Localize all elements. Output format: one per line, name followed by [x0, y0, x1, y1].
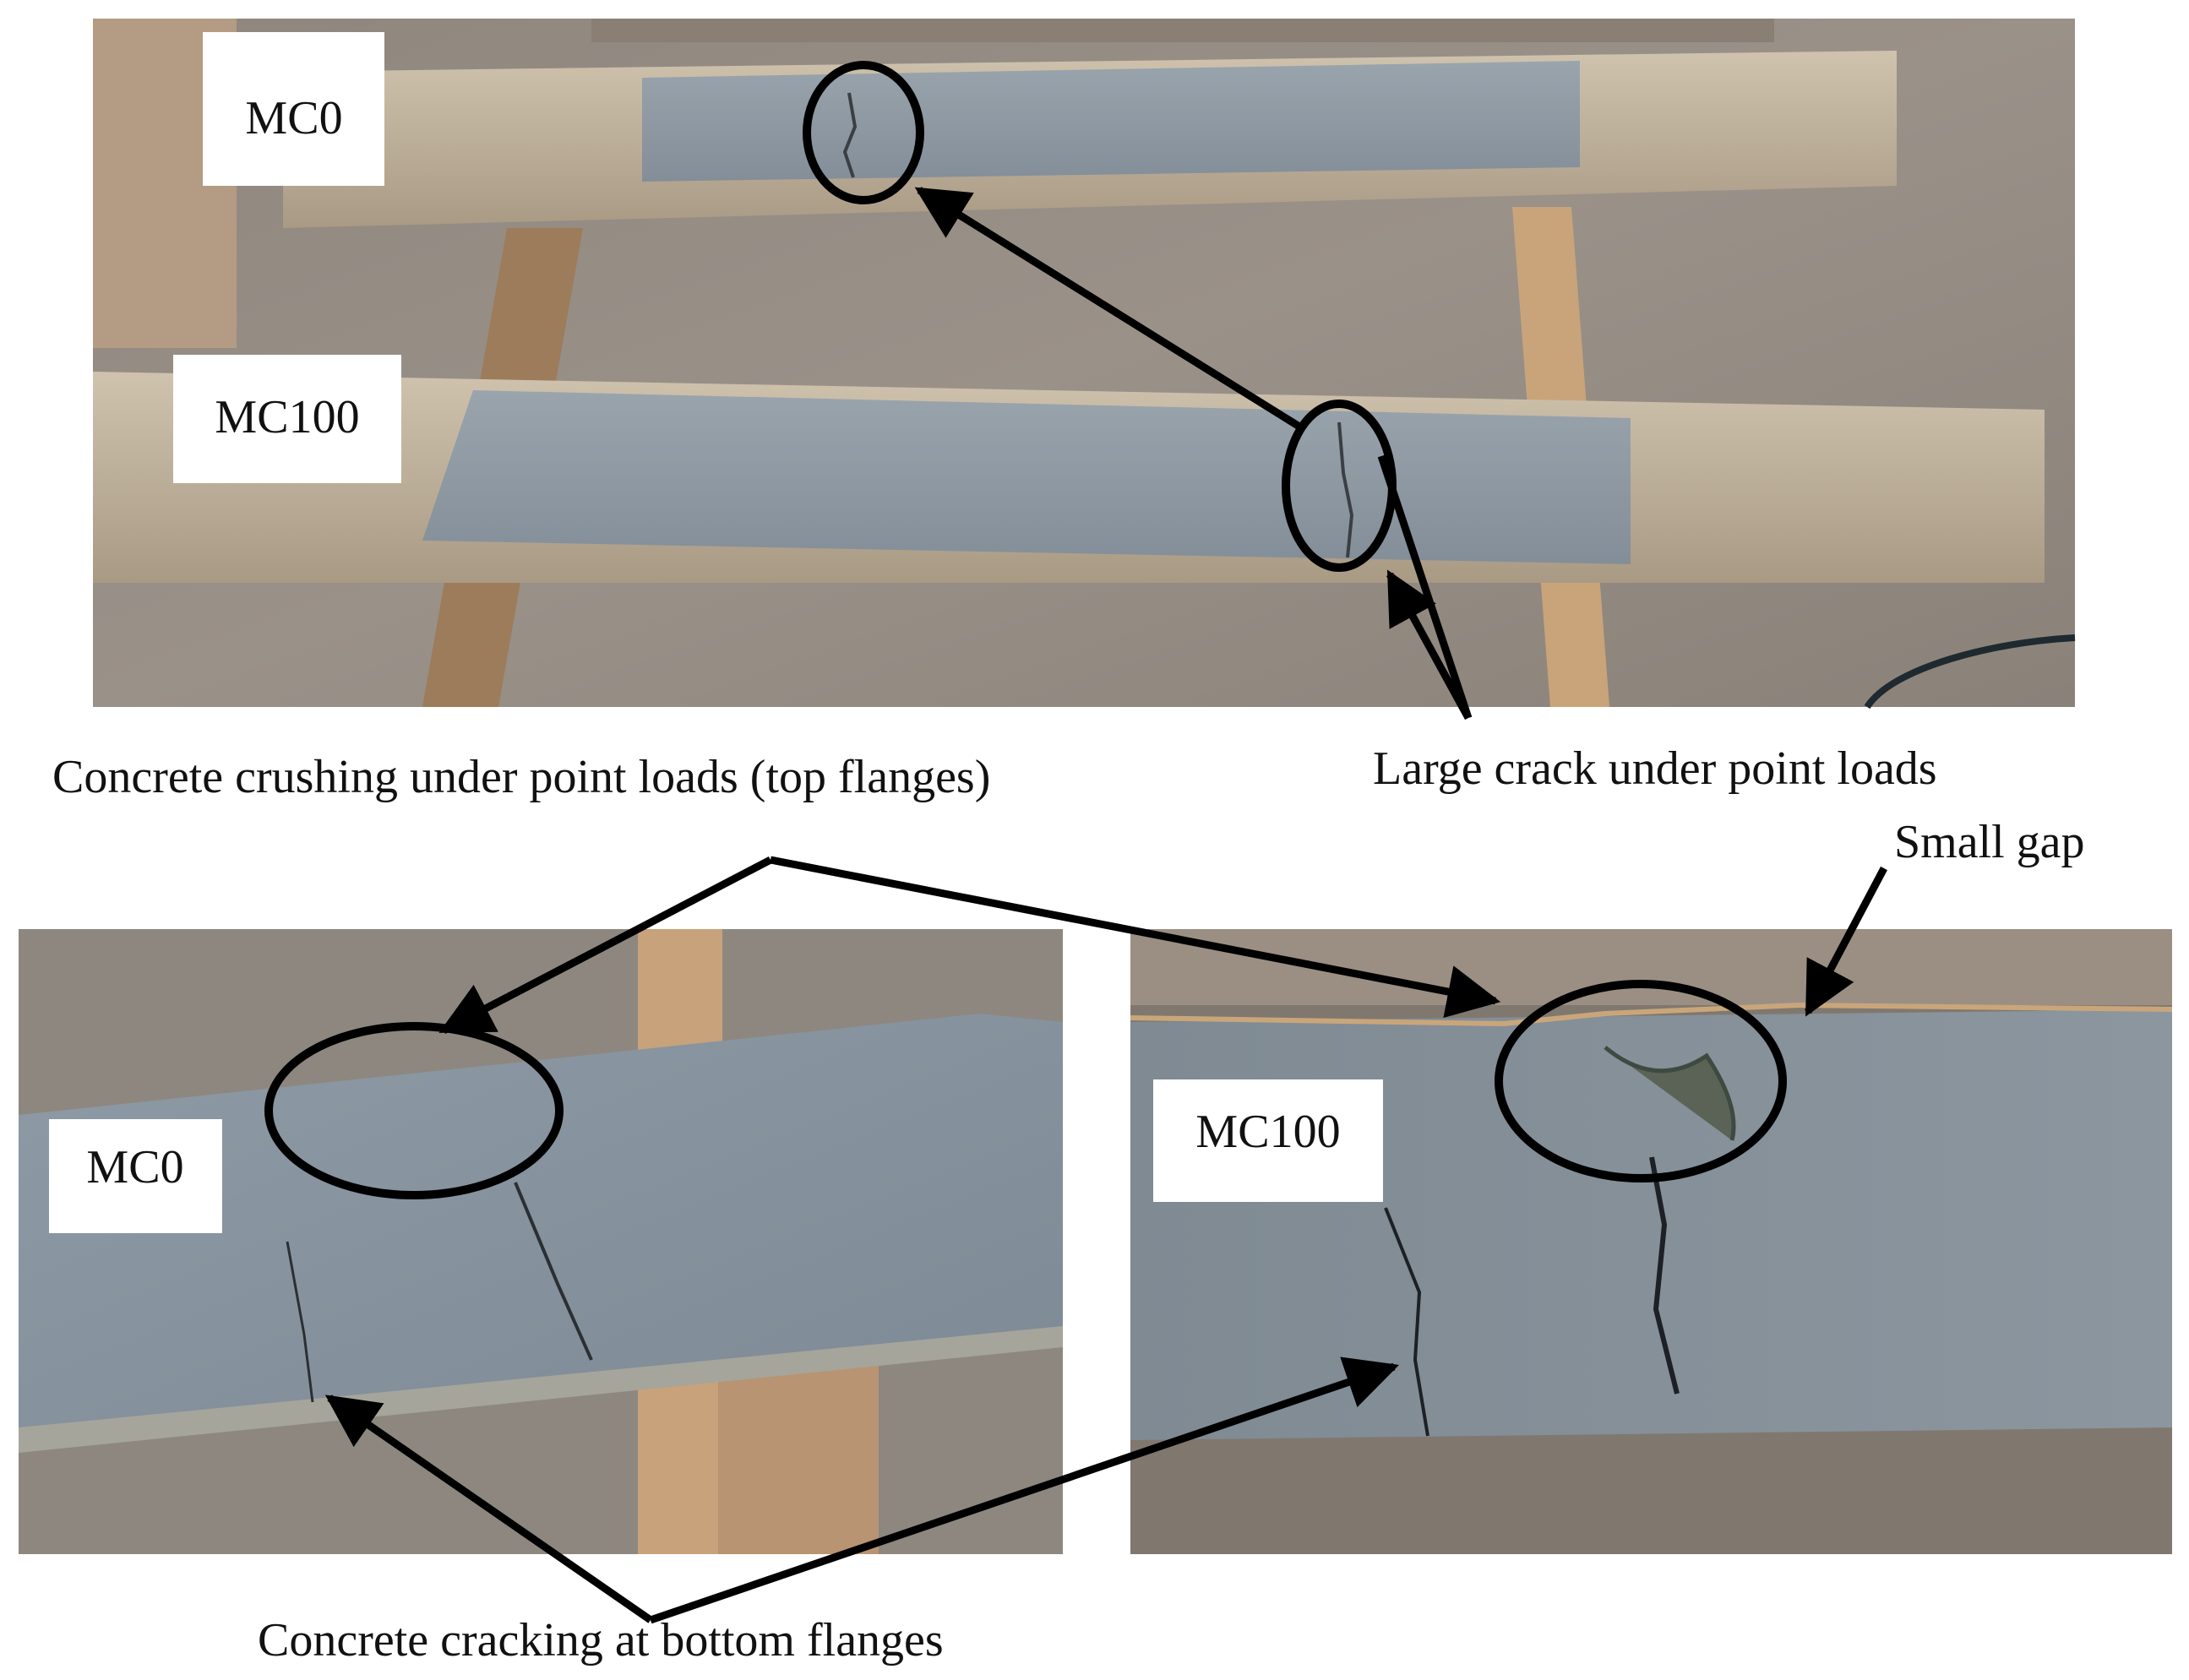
caption-large-crack: Large crack under point loads [1373, 742, 1937, 795]
crack-mark [286, 1241, 314, 1403]
bottom-right-photo: MC100 [1130, 929, 2173, 1554]
label-mc100-top: MC100 [215, 391, 359, 443]
arrow-small-gap [1805, 866, 1887, 1017]
crack-mark [1649, 1156, 1680, 1395]
beam-mc0-concrete [642, 61, 1580, 182]
label-box-mc0 [203, 32, 384, 186]
label-mc0-top: MC0 [245, 92, 342, 144]
arrow-crushing [914, 187, 1302, 430]
label-mc100-bottom: MC100 [1195, 1106, 1340, 1158]
highlight-circle [264, 1022, 564, 1199]
label-box-mc100-br [1153, 1079, 1383, 1202]
label-box-mc100 [173, 355, 401, 483]
label-mc0-bottom: MC0 [86, 1141, 183, 1193]
crushed-zone [1604, 1046, 1736, 1141]
beam-mc100-bottom-flange [1130, 1009, 2172, 1440]
crack-mark [842, 92, 858, 178]
arrow-to-mc100-bottom [770, 856, 1501, 1019]
arrow-bottom-crack-left [324, 1395, 653, 1623]
arrow-large-crack [1386, 569, 1472, 720]
top-photo: MC0 MC100 [93, 19, 2076, 710]
crack-mark [514, 1182, 593, 1361]
crack-mark [1384, 1207, 1429, 1437]
arrows [324, 187, 1887, 1624]
caption-crushing: Concrete crushing under point loads (top… [52, 751, 990, 803]
bottom-left-photo: MC0 [19, 929, 1063, 1554]
beam-mc100-concrete [422, 390, 1631, 564]
arrow-bottom-crack-right [649, 1357, 1399, 1624]
beam-mc0-bottom-flange [19, 1014, 1063, 1436]
caption-bottom-cracking: Concrete cracking at bottom flanges [258, 1614, 944, 1666]
highlight-circle [803, 61, 924, 204]
arrow-large-crack-branch [1377, 454, 1473, 720]
crack-mark [1337, 421, 1354, 558]
caption-small-gap: Small gap [1894, 816, 2085, 868]
highlight-circle [1495, 980, 1787, 1183]
label-box-mc0-bl [49, 1119, 222, 1233]
arrow-to-mc0-bottom [438, 856, 773, 1034]
